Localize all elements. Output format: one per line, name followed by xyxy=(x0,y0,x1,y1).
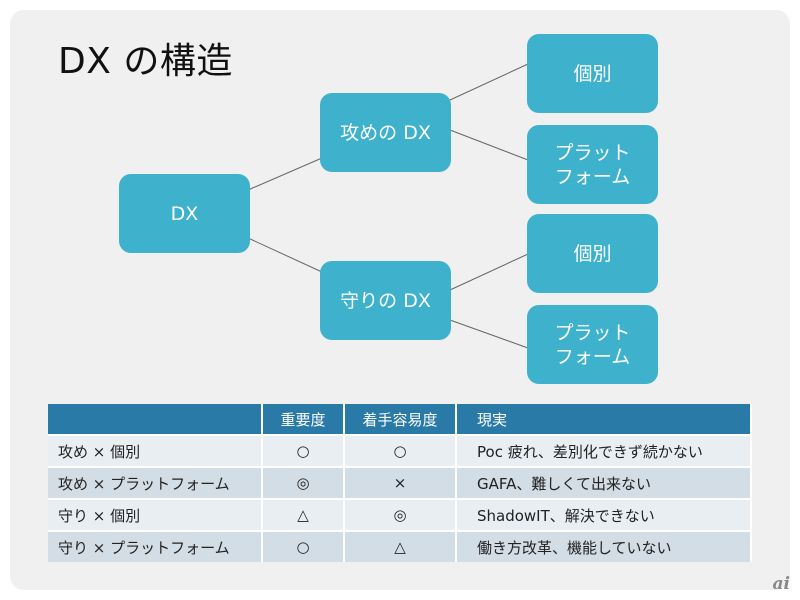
table-cell: △ xyxy=(262,498,345,531)
table-cell: △ xyxy=(344,530,457,562)
node-root-label: DX xyxy=(170,202,199,225)
edge-branch2-leaf1 xyxy=(449,253,529,291)
table-header-cell xyxy=(48,404,263,435)
table-header-cell: 重要度 xyxy=(262,404,345,435)
table-cell: ◎ xyxy=(344,498,457,531)
node-branch-defense: 守りの DX xyxy=(320,261,451,340)
edge-branch1-leaf2 xyxy=(449,129,529,161)
node-leaf-label: 個別 xyxy=(573,242,612,265)
node-leaf-defense-platform: プラット フォーム xyxy=(527,305,658,384)
node-root: DX xyxy=(119,174,250,253)
dx-matrix-table: 重要度 着手容易度 現実 攻め × 個別 ○ ○ Poc 疲れ、差別化できず続か… xyxy=(48,404,752,562)
table-row: 守り × 個別 △ ◎ ShadowIT、解決できない xyxy=(48,498,752,531)
node-branch-offense-label: 攻めの DX xyxy=(340,121,431,144)
edge-root-branch2 xyxy=(247,237,323,273)
table-cell: ShadowIT、解決できない xyxy=(456,498,752,531)
edge-branch1-leaf1 xyxy=(449,63,529,101)
table-cell: GAFA、難しくて出来ない xyxy=(456,466,752,499)
table-cell: ◎ xyxy=(262,466,345,499)
node-leaf-label: 個別 xyxy=(573,62,612,85)
node-branch-offense: 攻めの DX xyxy=(320,93,451,172)
table-cell: 守り × 個別 xyxy=(48,498,263,531)
edge-branch2-leaf2 xyxy=(449,319,529,349)
table-header-row: 重要度 着手容易度 現実 xyxy=(48,404,752,435)
table-cell: 攻め × プラットフォーム xyxy=(48,466,263,499)
node-leaf-label: プラット フォーム xyxy=(554,141,631,188)
table-cell: Poc 疲れ、差別化できず続かない xyxy=(456,434,752,467)
table-cell: 攻め × 個別 xyxy=(48,434,263,467)
table-row: 攻め × 個別 ○ ○ Poc 疲れ、差別化できず続かない xyxy=(48,434,752,467)
table-header-cell: 着手容易度 xyxy=(344,404,457,435)
table-header-cell: 現実 xyxy=(456,404,752,435)
edge-root-branch1 xyxy=(247,157,323,191)
page-title: DX の構造 xyxy=(58,41,233,82)
table-cell: ○ xyxy=(344,434,457,467)
table-cell: ○ xyxy=(262,530,345,562)
table-row: 守り × プラットフォーム ○ △ 働き方改革、機能していない xyxy=(48,530,752,562)
node-leaf-defense-individual: 個別 xyxy=(527,214,658,293)
node-branch-defense-label: 守りの DX xyxy=(340,289,431,312)
table-cell: ○ xyxy=(262,434,345,467)
node-leaf-offense-individual: 個別 xyxy=(527,34,658,113)
table-row: 攻め × プラットフォーム ◎ × GAFA、難しくて出来ない xyxy=(48,466,752,499)
table-cell: × xyxy=(344,466,457,499)
table-cell: 働き方改革、機能していない xyxy=(456,530,752,562)
ai-logo: ai xyxy=(772,574,790,594)
table-cell: 守り × プラットフォーム xyxy=(48,530,263,562)
node-leaf-label: プラット フォーム xyxy=(554,321,631,368)
node-leaf-offense-platform: プラット フォーム xyxy=(527,125,658,204)
